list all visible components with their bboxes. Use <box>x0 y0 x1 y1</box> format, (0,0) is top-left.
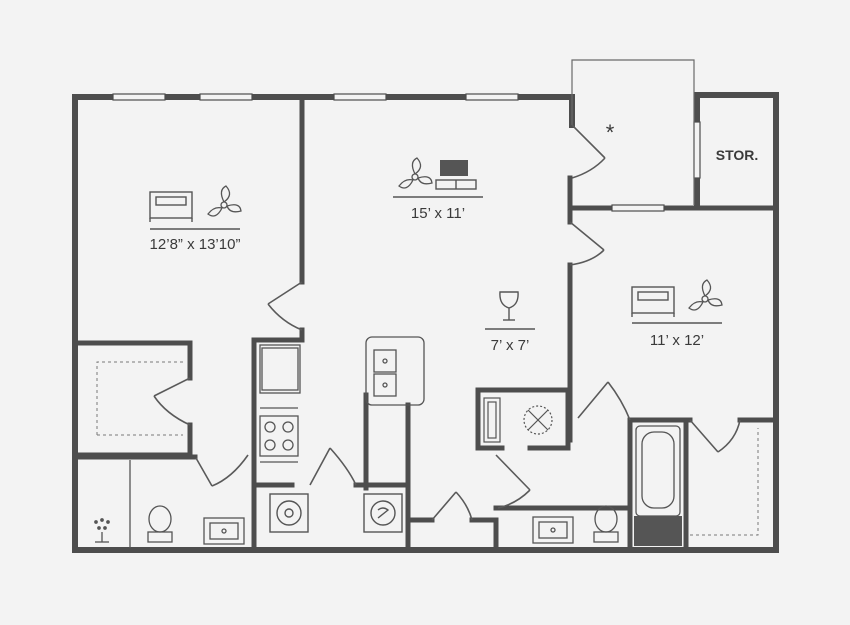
hvac-icon <box>483 397 553 443</box>
washer-icon <box>269 493 309 533</box>
sink-icon <box>532 516 574 544</box>
ceiling-fan-icon <box>688 279 723 311</box>
dining-dims: 7’ x 7’ <box>491 337 530 354</box>
storage-label: STOR. <box>716 147 759 163</box>
bed-icon <box>149 191 193 222</box>
wine-glass-icon <box>499 291 519 321</box>
shower-head-icon <box>94 518 110 543</box>
stove-icon <box>259 415 299 457</box>
dryer-icon <box>363 493 403 533</box>
balcony <box>571 59 695 205</box>
bedroom1-dims: 12’8” x 13’10” <box>150 236 241 253</box>
tub-step <box>634 516 682 546</box>
ceiling-fan-icon <box>398 157 433 189</box>
living-dims: 15’ x 11’ <box>411 205 465 222</box>
interior-walls <box>75 97 779 553</box>
label-rules <box>150 196 722 330</box>
bath1-fixtures <box>94 460 245 548</box>
sink-icon <box>203 517 245 545</box>
door-swings <box>153 124 741 521</box>
sink-icon <box>373 349 397 373</box>
refrigerator-icon <box>259 344 301 394</box>
closet-rods <box>96 361 759 536</box>
bedroom2-dims: 11’ x 12’ <box>650 332 704 349</box>
bed-icon <box>631 286 675 317</box>
ceiling-fan-icon <box>207 185 242 217</box>
windows <box>112 93 701 212</box>
balcony-marker: * <box>606 120 615 145</box>
tv-icon <box>435 160 477 190</box>
toilet-icon <box>148 505 172 533</box>
kitchen-fixtures <box>259 336 425 463</box>
